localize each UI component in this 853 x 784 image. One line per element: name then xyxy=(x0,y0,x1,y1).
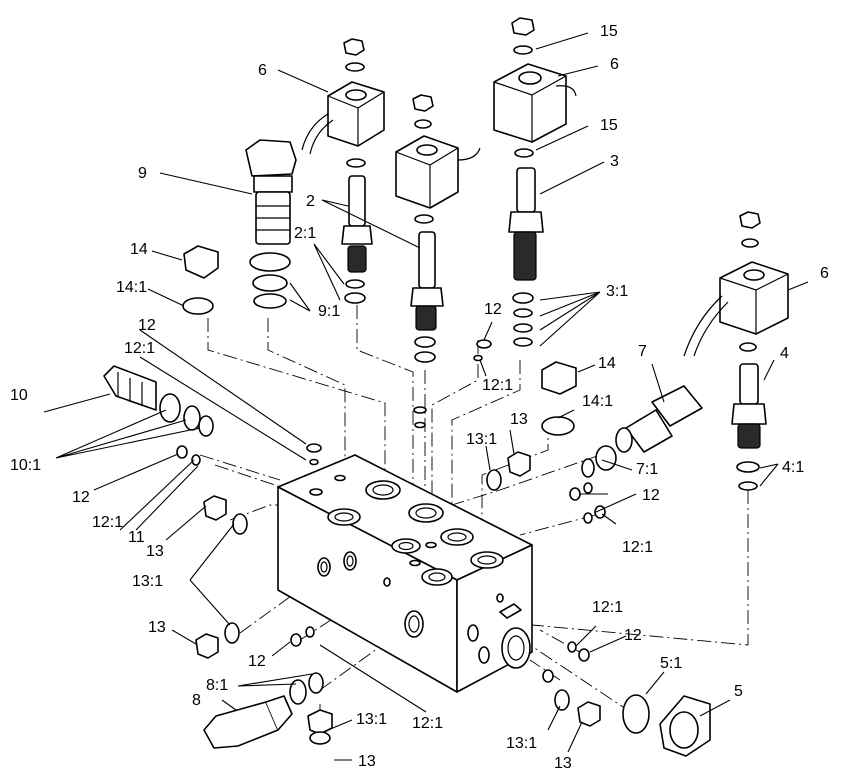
callout-11: 11 xyxy=(128,529,145,546)
callout-14-1-left: 14:1 xyxy=(116,279,147,296)
callout-3-1: 3:1 xyxy=(606,283,628,300)
callout-5: 5 xyxy=(734,683,743,700)
callout-13-left-low: 13 xyxy=(148,619,166,636)
valve-stem-2a xyxy=(341,175,373,304)
callout-15-top: 15 xyxy=(600,23,618,40)
relief-valve-7 xyxy=(581,385,703,478)
callout-12-right-mid: 12 xyxy=(642,487,660,504)
callout-2-1: 2:1 xyxy=(294,225,316,242)
callout-6-far-right: 6 xyxy=(820,265,829,282)
leader-lines xyxy=(43,32,809,761)
manifold-block xyxy=(277,454,533,693)
callout-13-left-mid: 13 xyxy=(146,543,164,560)
relief-valve-9 xyxy=(245,139,297,309)
callout-10-1: 10:1 xyxy=(10,457,41,474)
callout-9: 9 xyxy=(138,165,147,182)
callout-12-right-low: 12 xyxy=(624,627,642,644)
callout-13-1-bottom-right: 13:1 xyxy=(506,735,537,752)
callout-7: 7 xyxy=(638,343,647,360)
callout-6-left: 6 xyxy=(258,62,267,79)
callout-5-1: 5:1 xyxy=(660,655,682,672)
center-lines xyxy=(199,305,749,718)
cartridge-5 xyxy=(622,694,711,757)
callout-12-1-right-mid: 12:1 xyxy=(622,539,653,556)
relief-valve-10 xyxy=(103,365,214,437)
callout-13-1-left-mid: 13:1 xyxy=(132,573,163,590)
callout-13-bottom: 13 xyxy=(358,753,376,770)
callout-10: 10 xyxy=(10,387,28,404)
callout-12-left-upper: 12 xyxy=(138,317,156,334)
callout-6-right: 6 xyxy=(610,56,619,73)
valve-stem-4 xyxy=(731,363,767,491)
callout-13-top: 13 xyxy=(510,411,528,428)
callout-14-right: 14 xyxy=(598,355,616,372)
solenoid-coil-6a xyxy=(301,38,385,168)
relief-valve-8 xyxy=(203,672,324,749)
callout-13-1-top: 13:1 xyxy=(466,431,497,448)
valve-stem-2b xyxy=(410,231,444,429)
callout-13-1-bottom: 13:1 xyxy=(356,711,387,728)
callout-12-1-right-low: 12:1 xyxy=(592,599,623,616)
solenoid-coil-6c xyxy=(493,17,577,158)
callout-2: 2 xyxy=(306,193,315,210)
callout-12-1-bottom: 12:1 xyxy=(412,715,443,732)
callout-7-1: 7:1 xyxy=(636,461,658,478)
callout-12-bottom: 12 xyxy=(248,653,266,670)
callout-15-mid: 15 xyxy=(600,117,618,134)
callout-4: 4 xyxy=(780,345,789,362)
valve-stem-3 xyxy=(508,167,544,347)
callout-8: 8 xyxy=(192,692,201,709)
callout-labels: 15 6 6 15 3 9 2 2:1 14 14:1 9:1 12 3:1 6… xyxy=(10,23,829,772)
callout-12-left-lower: 12 xyxy=(72,489,90,506)
solenoid-coil-6d xyxy=(683,211,789,357)
callout-12-1-center: 12:1 xyxy=(482,377,513,394)
callout-13-bottom-right: 13 xyxy=(554,755,572,772)
callout-8-1: 8:1 xyxy=(206,677,228,694)
callout-12-1-left-upper: 12:1 xyxy=(124,340,155,357)
callout-9-1: 9:1 xyxy=(318,303,340,320)
callout-12-1-left-lower: 12:1 xyxy=(92,514,123,531)
callout-4-1: 4:1 xyxy=(782,459,804,476)
callout-3: 3 xyxy=(610,153,619,170)
plugs-and-seals xyxy=(176,245,606,745)
solenoid-coil-6b xyxy=(395,94,481,224)
callout-14-left: 14 xyxy=(130,241,148,258)
callout-14-1-right: 14:1 xyxy=(582,393,613,410)
callout-12-top: 12 xyxy=(484,301,502,318)
